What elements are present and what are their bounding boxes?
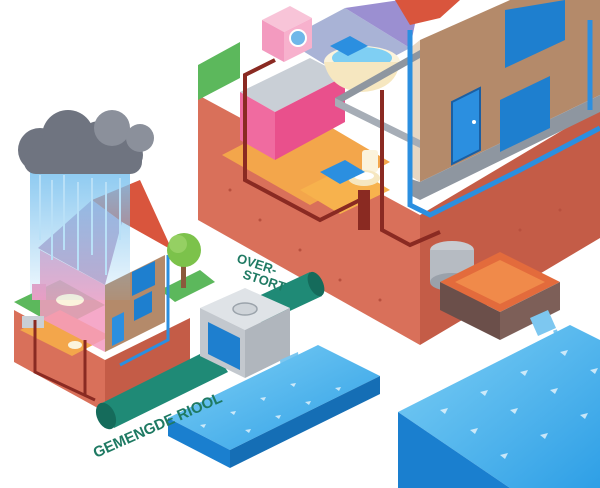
bathroom-wall — [345, 0, 420, 48]
manhole-icon — [232, 302, 258, 316]
rain-drops — [39, 175, 121, 275]
kitchen-cabinets-side — [275, 76, 345, 160]
waste-pipe-1 — [243, 58, 361, 223]
toilet-icon — [68, 341, 82, 349]
large-house-block — [198, 0, 600, 353]
toilet-drain — [358, 190, 370, 230]
small-window-2 — [134, 291, 152, 321]
cloud-back — [94, 110, 154, 152]
bath-mat — [320, 160, 365, 184]
combined-sewer — [95, 271, 325, 430]
small-door — [112, 312, 124, 346]
small-grass-right — [160, 270, 215, 302]
surface-water-left — [168, 345, 380, 468]
front-door — [451, 86, 481, 166]
window-upper — [505, 0, 565, 68]
chamber-window — [208, 322, 240, 370]
window-lower — [500, 76, 550, 152]
small-waste-pipe — [33, 320, 96, 402]
overflow-chamber — [200, 288, 290, 378]
sewer-pipe-front — [98, 348, 228, 428]
sewer-pipe-front-end — [95, 402, 117, 430]
door-handle — [472, 120, 476, 124]
washing-machine-icon — [262, 6, 312, 62]
small-kitchen — [22, 316, 44, 328]
rain-streaks — [30, 168, 130, 300]
roof — [395, 0, 460, 25]
rain-cloud-icon — [18, 110, 154, 300]
floor-slab — [335, 50, 420, 106]
surface-water-right — [398, 325, 600, 488]
kitchen-cabinets — [240, 92, 275, 160]
infiltration-crate — [440, 252, 560, 340]
grass-strip — [198, 42, 240, 100]
kitchen-counter — [240, 58, 345, 112]
floor-slab-2 — [335, 98, 420, 148]
waste-pipe-2 — [380, 90, 441, 248]
small-window — [132, 261, 155, 296]
bath-mat-2 — [330, 36, 368, 56]
small-rain-pipe — [119, 255, 170, 367]
tree-icon — [167, 233, 201, 288]
sewer-pipe-back-end — [307, 271, 325, 297]
rainwater-pipe-1 — [407, 30, 600, 218]
small-soil-right — [105, 318, 190, 412]
